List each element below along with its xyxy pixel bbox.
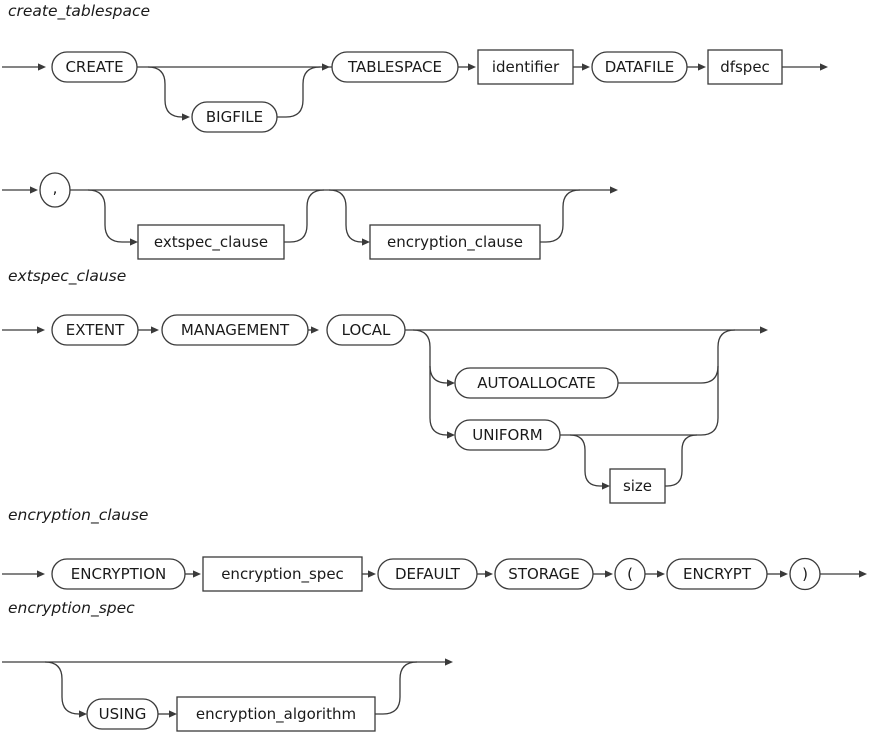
keyword-label: ENCRYPT [683, 565, 752, 583]
keyword-label: EXTENT [66, 321, 125, 339]
connectors [2, 658, 453, 718]
node-encrypt: ENCRYPT [666, 558, 768, 590]
diagram-title-encryption-spec: encryption_spec [8, 599, 135, 617]
keyword-shape [161, 314, 309, 346]
keyword-shape [86, 698, 159, 730]
keyword-shape [51, 558, 186, 590]
node-extent: EXTENT [51, 314, 139, 346]
node-management: MANAGEMENT [161, 314, 309, 346]
node-encryption-spec-ref: encryption_spec [202, 556, 363, 592]
keyword-shape [454, 419, 561, 451]
node-bigfile: BIGFILE [191, 101, 278, 133]
nonterminal-label: encryption_algorithm [196, 705, 356, 724]
node-local: LOCAL [326, 314, 406, 346]
node-default: DEFAULT [377, 558, 478, 590]
nonterminal-label: encryption_clause [387, 233, 523, 252]
node-tablespace: TABLESPACE [331, 51, 459, 83]
nonterminal-label: encryption_spec [221, 565, 344, 584]
node-datafile: DATAFILE [591, 51, 688, 83]
nonterminal-shape [609, 468, 666, 504]
keyword-shape [39, 172, 71, 208]
keyword-label: ENCRYPTION [71, 565, 166, 583]
nonterminal-label: extspec_clause [154, 233, 268, 252]
keyword-shape [614, 557, 646, 591]
connectors [2, 326, 768, 490]
nonterminal-shape [707, 49, 783, 85]
railroad-extspec-clause: EXTENT MANAGEMENT LOCAL AUTOALLOCATE UNI… [2, 314, 768, 504]
connectors [2, 63, 828, 121]
node-identifier: identifier [477, 49, 574, 85]
keyword-label: USING [99, 705, 147, 723]
diagram-title-extspec-clause: extspec_clause [8, 267, 127, 285]
railroad-encryption-clause: ENCRYPTION encryption_spec DEFAULT STORA… [2, 556, 867, 592]
keyword-shape [789, 557, 821, 591]
nonterminal-shape [176, 696, 376, 732]
node-uniform: UNIFORM [454, 419, 561, 451]
keyword-label: , [53, 179, 58, 197]
connectors [2, 186, 618, 246]
node-using: USING [86, 698, 159, 730]
connectors [2, 570, 867, 578]
railroad-create-tablespace-row1: CREATE BIGFILE TABLESPACE identifier DAT… [2, 49, 828, 133]
nonterminal-shape [477, 49, 574, 85]
node-size: size [609, 468, 666, 504]
diagram-title-encryption-clause: encryption_clause [8, 506, 149, 524]
keyword-shape [51, 51, 138, 83]
keyword-label: LOCAL [342, 321, 391, 339]
node-encryption: ENCRYPTION [51, 558, 186, 590]
keyword-shape [494, 558, 594, 590]
keyword-label: TABLESPACE [347, 58, 442, 76]
keyword-shape [51, 314, 139, 346]
nonterminal-label: identifier [492, 58, 560, 76]
nonterminal-shape [369, 224, 541, 260]
keyword-label: CREATE [65, 58, 123, 76]
keyword-shape [591, 51, 688, 83]
node-encryption-clause-ref: encryption_clause [369, 224, 541, 260]
keyword-shape [377, 558, 478, 590]
railroad-encryption-spec: USING encryption_algorithm [2, 658, 453, 732]
nonterminal-shape [202, 556, 363, 592]
node-encryption-algorithm: encryption_algorithm [176, 696, 376, 732]
keyword-shape [454, 367, 619, 399]
node-autoallocate: AUTOALLOCATE [454, 367, 619, 399]
node-open-paren: ( [614, 557, 646, 591]
nonterminal-label: dfspec [720, 58, 770, 76]
node-dfspec: dfspec [707, 49, 783, 85]
keyword-shape [191, 101, 278, 133]
keyword-label: DEFAULT [395, 565, 461, 583]
node-create: CREATE [51, 51, 138, 83]
keyword-label: UNIFORM [472, 426, 542, 444]
node-comma: , [39, 172, 71, 208]
keyword-label: DATAFILE [605, 58, 675, 76]
keyword-label: ) [802, 565, 808, 583]
keyword-label: BIGFILE [206, 108, 263, 126]
node-storage: STORAGE [494, 558, 594, 590]
node-extspec-clause-ref: extspec_clause [137, 224, 285, 260]
railroad-create-tablespace-row2: , extspec_clause encryption_clause [2, 172, 618, 260]
keyword-label: MANAGEMENT [181, 321, 290, 339]
keyword-shape [326, 314, 406, 346]
keyword-shape [331, 51, 459, 83]
nonterminal-shape [137, 224, 285, 260]
keyword-label: AUTOALLOCATE [477, 374, 595, 392]
keyword-label: ( [627, 565, 633, 583]
node-close-paren: ) [789, 557, 821, 591]
nonterminal-label: size [623, 477, 652, 495]
diagram-title-create-tablespace: create_tablespace [8, 2, 151, 20]
keyword-label: STORAGE [508, 565, 579, 583]
keyword-shape [666, 558, 768, 590]
